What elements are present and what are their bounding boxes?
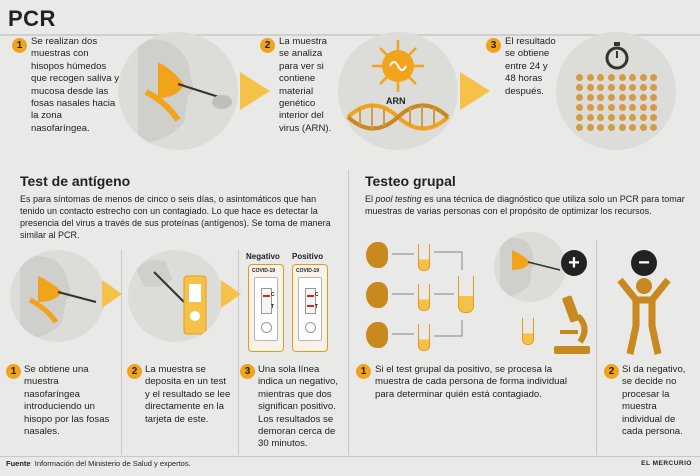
group-heading: Testeo grupal (365, 173, 456, 189)
step-number: 2 (260, 38, 275, 53)
negative-test-card: COVID-19 C T (248, 264, 284, 352)
test-label: T (271, 304, 275, 310)
control-label: C (315, 292, 319, 298)
sample-tube-icon (418, 284, 430, 311)
plus-icon: + (561, 250, 587, 276)
device-label: COVID-19 (296, 268, 320, 274)
sample-tube-icon (418, 324, 430, 351)
minus-icon: − (631, 250, 657, 276)
arrow-right-icon (221, 280, 241, 308)
step-number: 2 (127, 364, 142, 379)
pooled-tube-icon (458, 276, 474, 313)
microscope-icon (554, 295, 590, 354)
test-label: T (315, 304, 319, 310)
step-number: 1 (12, 38, 27, 53)
antigen-step-2-text: La muestra se deposita en un test y el r… (145, 364, 231, 425)
antigen-step-1-text: Se obtiene una muestra nasofaríngea intr… (24, 364, 110, 438)
arrow-right-icon (240, 72, 270, 110)
sample-tube-icon (522, 318, 534, 345)
antigen-step-3-text: Una sola línea indica un negativo, mient… (258, 364, 339, 450)
pcr-step-3-text: El resultado se obtiene entre 24 y 48 ho… (505, 36, 556, 97)
device-label: COVID-19 (252, 268, 276, 274)
control-label: C (271, 292, 275, 298)
person-arms-up-icon (617, 277, 671, 355)
arrow-right-icon (460, 72, 490, 110)
arrow-right-icon (102, 280, 122, 308)
person-head-icon (366, 242, 388, 268)
sample-tube-icon (418, 244, 430, 271)
pcr-step-1-text: Se realizan dos muestras con hisopos húm… (31, 36, 119, 134)
footer-source: Fuente Información del Ministerio de Sal… (6, 459, 191, 468)
section-divider (348, 170, 349, 455)
group-step-1-text: Si el test grupal da positivo, se proces… (375, 364, 567, 400)
footer-divider (0, 456, 700, 457)
samples-grid (576, 74, 658, 131)
person-head-icon (366, 322, 388, 348)
page-title: PCR (8, 6, 56, 31)
column-divider (238, 250, 239, 455)
results-timer-illustration (556, 32, 676, 150)
step-number: 1 (6, 364, 21, 379)
step-number: 3 (486, 38, 501, 53)
antigen-heading: Test de antígeno (20, 173, 131, 189)
step-number: 1 (356, 364, 371, 379)
pcr-step-2-text: La muestra se analiza para ver si contie… (279, 36, 332, 134)
stopwatch-icon (605, 42, 629, 70)
virus-rna-illustration: ARN (338, 32, 458, 150)
antigen-swab-illustration (10, 250, 105, 342)
positive-label: Positivo (292, 252, 324, 261)
test-deposit-illustration (128, 250, 223, 342)
step-number: 3 (240, 364, 255, 379)
rna-label: ARN (386, 96, 406, 106)
group-step-2-text: Si da negativo, se decide no procesar la… (622, 364, 686, 438)
person-head-icon (366, 282, 388, 308)
positive-test-card: COVID-19 C T (292, 264, 328, 352)
negative-label: Negativo (246, 252, 280, 261)
nasal-swab-illustration (118, 32, 238, 150)
pool-pcr-illustration (494, 232, 566, 302)
footer-brand: EL MERCURIO (641, 460, 692, 467)
column-divider (596, 240, 597, 455)
pool-testing-term: pool testing (375, 194, 422, 204)
column-divider (121, 250, 122, 455)
step-number: 2 (604, 364, 619, 379)
title-divider (0, 34, 700, 36)
group-intro: El pool testing es una técnica de diagnó… (365, 194, 685, 216)
antigen-intro: Es para síntomas de menos de cinco o sei… (20, 194, 331, 240)
flow-lines (392, 251, 463, 337)
